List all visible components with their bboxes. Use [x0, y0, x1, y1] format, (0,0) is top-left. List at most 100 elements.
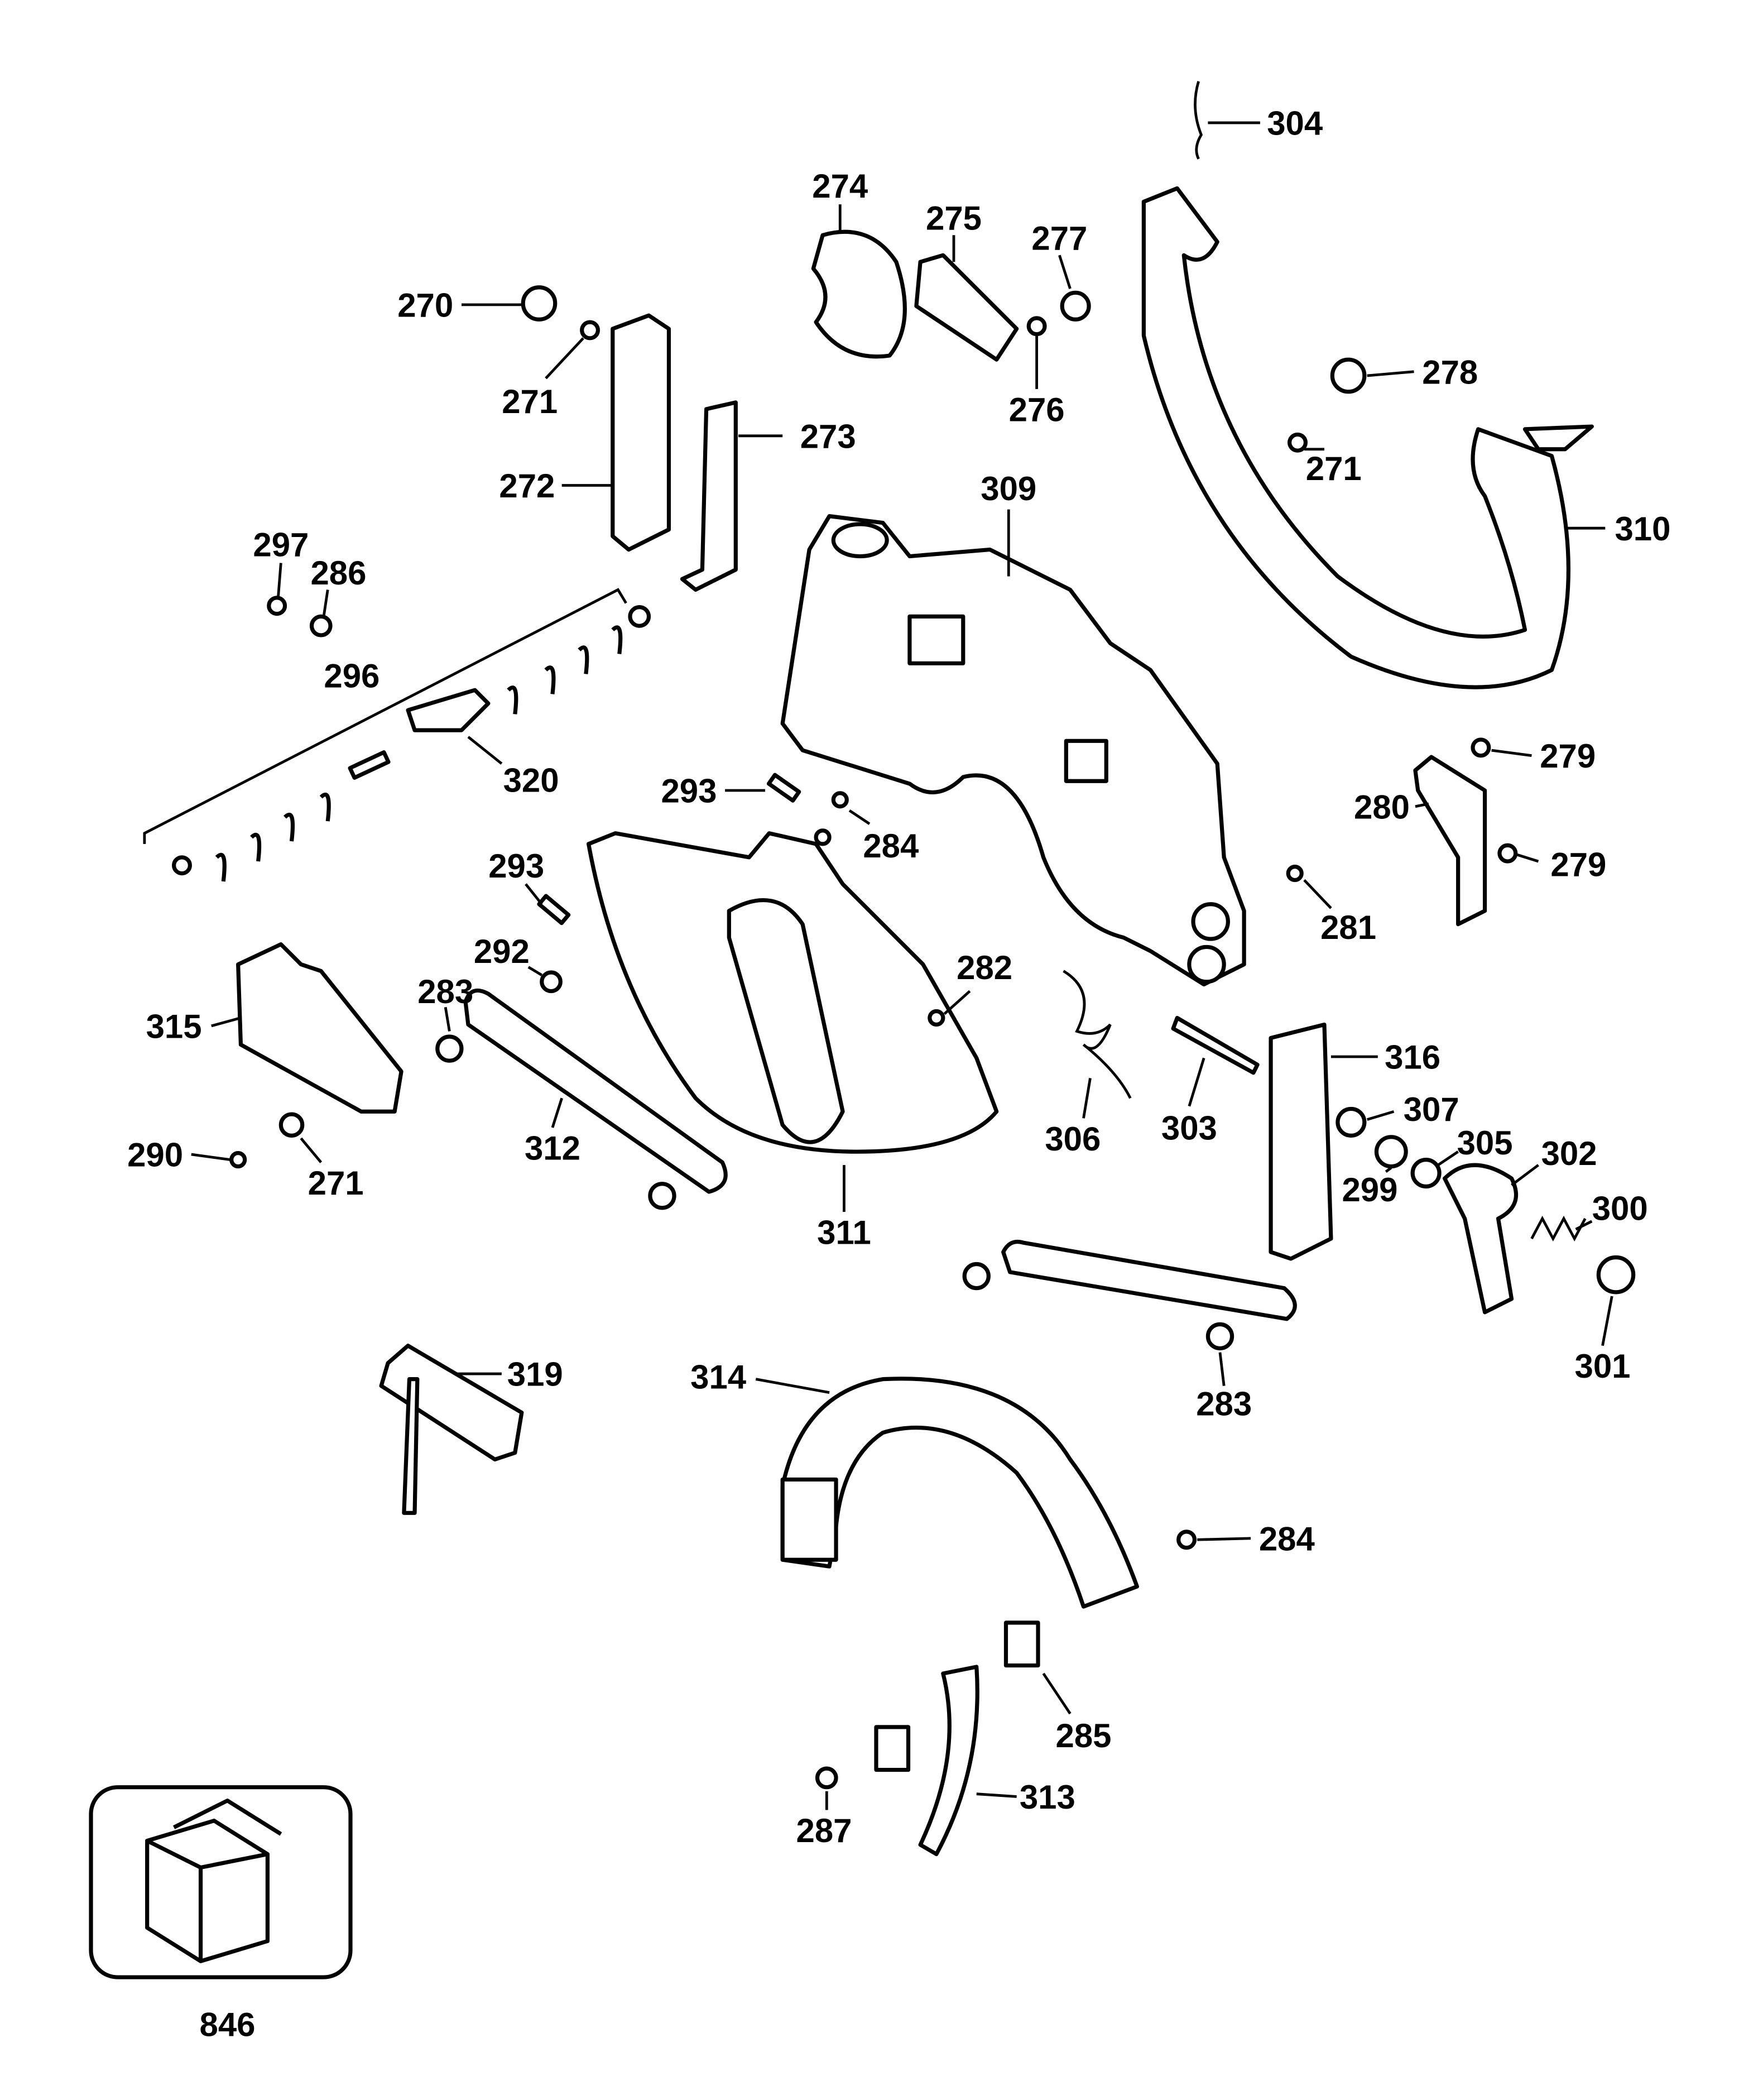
part-283-washer-2: [1205, 1322, 1234, 1351]
part-label-278: 278: [1422, 353, 1478, 391]
part-label-314: 314: [690, 1358, 746, 1396]
part-299-bushing: [1374, 1135, 1408, 1169]
part-label-283: 283: [1196, 1385, 1252, 1422]
leader-line-292: [527, 966, 542, 976]
part-285-plate: [1003, 1620, 1040, 1668]
part-label-297: 297: [253, 526, 309, 564]
leader-line-280: [1415, 802, 1429, 808]
part-305-nut: [1410, 1157, 1442, 1189]
part-label-293: 293: [661, 773, 717, 810]
part-label-282: 282: [957, 949, 1012, 986]
leader-line-279: [1516, 853, 1539, 863]
leader-line-320: [467, 736, 503, 765]
part-286-washer: [309, 614, 333, 637]
part-label-311: 311: [817, 1214, 871, 1252]
part-link-right: [1001, 1239, 1297, 1321]
part-label-271: 271: [502, 383, 558, 420]
part-280-bracket: [1413, 755, 1487, 927]
part-label-313: 313: [1020, 1778, 1075, 1816]
part-293-pin-2: [537, 894, 571, 926]
part-label-271: 271: [308, 1164, 364, 1202]
part-300-spring: [1530, 1215, 1587, 1242]
part-label-312: 312: [525, 1130, 580, 1167]
leader-line-306: [1082, 1077, 1092, 1119]
leader-line-284: [1197, 1537, 1251, 1541]
part-label-303: 303: [1161, 1110, 1217, 1147]
part-282-screw: [928, 1009, 945, 1027]
part-284-screw-2: [814, 828, 832, 846]
part-296-group-bracket: [143, 588, 627, 844]
part-label-272: 272: [499, 467, 555, 505]
leader-line-300: [1575, 1220, 1593, 1231]
part-label-315: 315: [146, 1008, 202, 1045]
part-label-292: 292: [474, 933, 530, 970]
leader-line-307: [1366, 1110, 1395, 1121]
part-label-306: 306: [1045, 1120, 1101, 1158]
leader-line-277: [1058, 255, 1072, 289]
part-309-boss: [1191, 902, 1230, 941]
part-301-cap: [1596, 1255, 1636, 1294]
part-320-block: [406, 688, 491, 732]
parts-drawings: [89, 80, 1636, 1979]
part-label-273: 273: [800, 418, 856, 455]
part-label-277: 277: [1031, 220, 1087, 257]
part-273-bracket: [680, 400, 738, 592]
leader-line-313: [976, 1792, 1017, 1798]
part-label-300: 300: [1592, 1190, 1648, 1227]
leader-line-297: [277, 563, 282, 597]
part-297-screw: [267, 596, 287, 616]
part-309-port: [831, 522, 889, 559]
part-310-bracket: [1522, 424, 1594, 452]
leader-line-278: [1367, 370, 1414, 377]
leader-line-315: [211, 1017, 242, 1028]
part-303-bolt: [1171, 1015, 1260, 1075]
part-label-274: 274: [812, 167, 868, 205]
part-washer: [648, 1182, 676, 1210]
part-277-knob: [1060, 290, 1091, 322]
part-314-guard: [780, 1377, 1139, 1609]
part-312-link: [463, 988, 728, 1194]
part-296-pawls: [172, 605, 651, 882]
part-313-spring-blade: [918, 1665, 979, 1857]
part-281-screw: [1286, 865, 1304, 883]
part-283-washer: [435, 1034, 464, 1063]
part-284-screw-3: [1176, 1530, 1197, 1550]
part-309-upper-guard: [780, 514, 1246, 987]
leader-line-283: [1218, 1352, 1226, 1386]
part-319-wrench: [379, 1344, 524, 1462]
part-314-tab: [780, 1477, 838, 1562]
part-271-washer: [580, 320, 601, 341]
part-274-cover: [811, 229, 907, 359]
leader-line-299: [1385, 1167, 1392, 1173]
part-label-275: 275: [926, 200, 982, 237]
part-label-304: 304: [1267, 105, 1323, 142]
part-279-screw: [1471, 737, 1491, 758]
part-309-label-plate: [907, 614, 965, 665]
part-label-301: 301: [1575, 1348, 1631, 1385]
part-306-spring: [1063, 970, 1132, 1099]
part-272-bracket: [611, 313, 671, 552]
leader-line-279: [1491, 749, 1532, 757]
part-309-boss-2: [1187, 944, 1226, 984]
part-label-281: 281: [1320, 909, 1376, 946]
leader-line-301: [1601, 1296, 1613, 1346]
part-310-guard-arm: [1141, 186, 1570, 689]
part-label-302: 302: [1541, 1135, 1597, 1172]
part-271-washer-3: [278, 1112, 305, 1138]
part-label-287: 287: [796, 1812, 852, 1849]
part-270-knob: [521, 285, 558, 322]
part-284-screw: [831, 791, 849, 809]
leader-line-283: [444, 1006, 451, 1032]
part-washer-2: [962, 1262, 991, 1291]
part-label-310: 310: [1615, 510, 1670, 548]
part-846-box-icon: [145, 1799, 282, 1963]
part-label-320: 320: [503, 761, 559, 799]
part-label-299: 299: [1342, 1171, 1397, 1209]
part-plate: [874, 1725, 911, 1772]
part-label-279: 279: [1540, 737, 1596, 775]
part-label-286: 286: [310, 554, 366, 592]
leader-line-293: [525, 883, 543, 905]
leader-line-285: [1042, 1672, 1072, 1715]
